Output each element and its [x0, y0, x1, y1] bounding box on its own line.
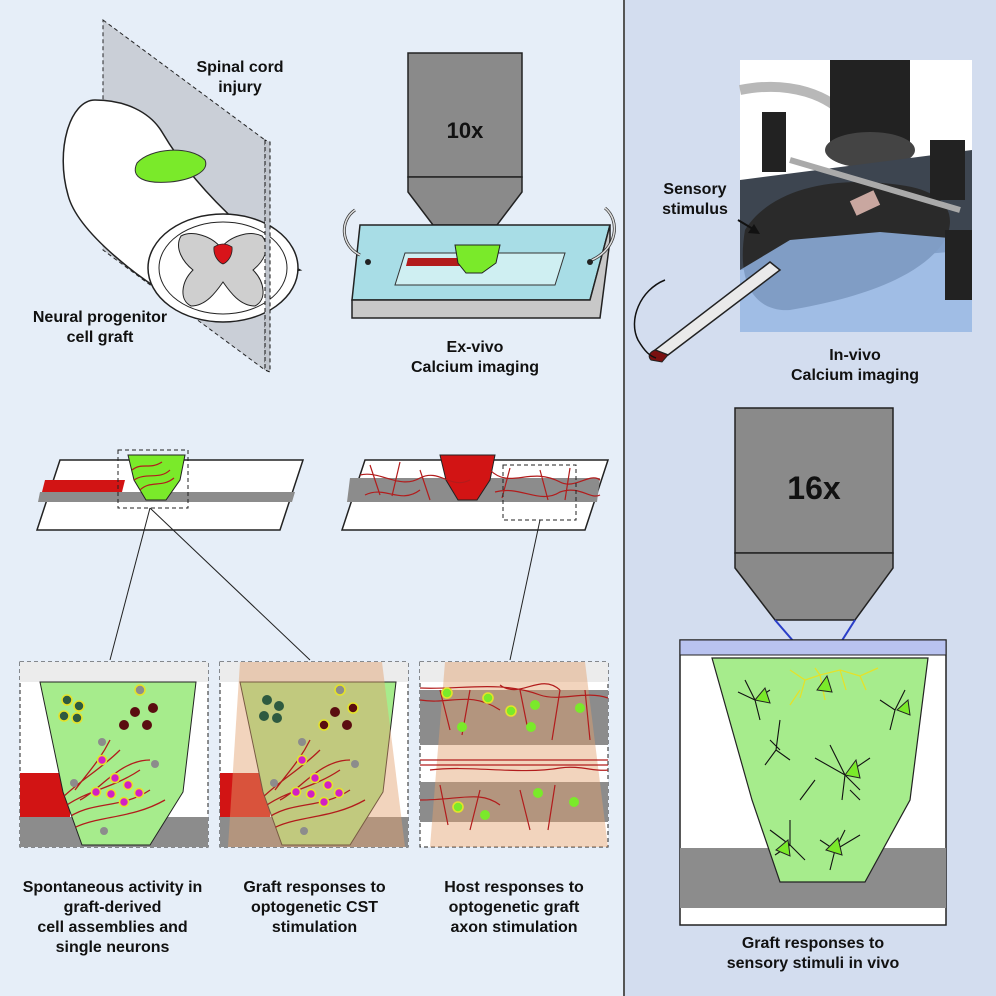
label-host-responses: Host responses to optogenetic graft axon… [444, 879, 584, 936]
zoom-box-left [117, 449, 189, 509]
in-vivo-neurons [754, 674, 911, 857]
cells-c [441, 687, 585, 820]
slice-graft [454, 244, 501, 274]
slice-schematic-right [340, 454, 610, 661]
in-vivo-mouse-illustration [739, 60, 972, 332]
panel-spontaneous [19, 661, 209, 848]
slice-cst [406, 258, 470, 266]
stimulus-arrow-head [748, 224, 760, 234]
objective-10x-label: 10x [446, 118, 484, 143]
label-ex-vivo-imaging: Ex-vivo Calcium imaging [410, 339, 540, 376]
in-vivo-tissue [679, 639, 947, 926]
panel-cst [219, 661, 409, 848]
mouse-pad [740, 232, 972, 332]
chamber-wall [351, 224, 611, 319]
label-graft-responses-sensory: Graft responses to sensory stimuli in vi… [726, 935, 900, 972]
label-spinal-cord-injury: Spinal cord injury [196, 59, 284, 96]
label-in-vivo-imaging: In-vivo Calcium imaging [790, 347, 920, 384]
slice-schematic-left [35, 449, 311, 661]
label-spontaneous-activity: Spontaneous activity in graft-derived ce… [22, 879, 203, 956]
probe-tip [648, 349, 669, 363]
probe-cable [633, 279, 666, 359]
injury-plane-front [264, 139, 271, 373]
optogenetic-light-b [228, 662, 405, 847]
cst-tract [213, 243, 233, 265]
objective-10x-body [407, 52, 523, 178]
sensory-stimulus-probe [633, 219, 782, 363]
cells-b [259, 684, 359, 835]
cord-dura [158, 221, 288, 315]
cells-a [58, 684, 159, 835]
graft-lesion [134, 149, 207, 183]
optogenetic-light-c [430, 662, 608, 847]
panel-host [419, 661, 609, 848]
in-vivo-objective-16x [734, 407, 894, 675]
label-graft-responses-cst: Graft responses to optogenetic CST stimu… [243, 879, 386, 936]
spinal-cord-illustration [62, 19, 303, 373]
label-neural-progenitor-graft: Neural progenitor cell graft [32, 309, 168, 346]
objective-16x-label: 16x [787, 470, 841, 506]
gray-matter-butterfly [178, 233, 267, 307]
ex-vivo-setup [342, 52, 616, 319]
label-sensory-stimulus: Sensory stimulus [662, 181, 728, 218]
